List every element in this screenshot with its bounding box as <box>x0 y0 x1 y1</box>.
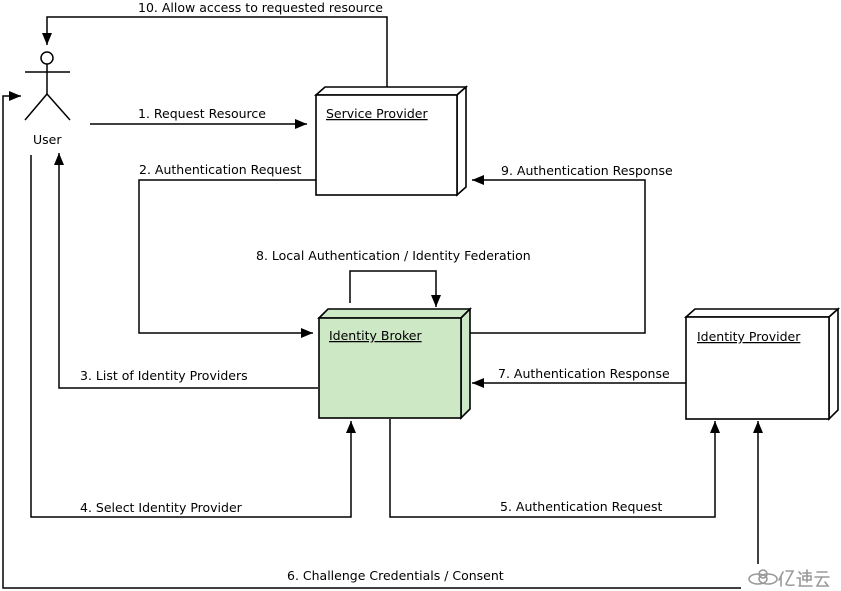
edge-label-2: 2. Authentication Request <box>139 162 302 177</box>
edge-label-9: 9. Authentication Response <box>501 163 673 178</box>
service-provider-top-face <box>313 86 469 96</box>
service-provider-front-face <box>315 94 458 196</box>
user-label: User <box>33 132 62 147</box>
identity-provider-top-face <box>683 308 841 318</box>
identity-broker-top-face <box>317 308 472 319</box>
service-provider-label: Service Provider <box>326 106 428 121</box>
user-left-leg <box>24 93 48 121</box>
edge-label-4: 4. Select Identity Provider <box>80 500 243 515</box>
edge-label-1: 1. Request Resource <box>138 106 266 121</box>
arrow-8-local-authentication <box>349 270 441 307</box>
arrow-5-authentication-request <box>389 419 720 518</box>
watermark-logo <box>741 564 841 591</box>
arrow-3-list-of-identity-providers <box>54 153 318 389</box>
identity-provider-label: Identity Provider <box>697 329 801 344</box>
edge-label-5: 5. Authentication Request <box>500 499 663 514</box>
edge-label-6: 6. Challenge Credentials / Consent <box>287 568 504 583</box>
watermark-glyphs-picture <box>778 569 830 587</box>
edge-label-8: 8. Local Authentication / Identity Feder… <box>256 248 531 263</box>
identity-provider-side-face <box>828 307 839 421</box>
identity-broker-front-face <box>318 317 462 419</box>
user-right-leg <box>46 93 71 121</box>
edge-label-10: 10. Allow access to requested resource <box>138 0 383 15</box>
identity-broker-label: Identity Broker <box>329 328 422 343</box>
arrow-4-select-identity-provider <box>30 155 356 518</box>
service-provider-node: Service Provider <box>313 85 469 197</box>
identity-broker-side-face <box>460 307 471 420</box>
arrow-10-allow-access <box>42 16 388 87</box>
user-head <box>40 51 54 65</box>
identity-provider-front-face <box>685 316 830 420</box>
edge-label-7: 7. Authentication Response <box>498 366 670 381</box>
service-provider-side-face <box>456 85 467 197</box>
user-actor <box>24 51 71 121</box>
arrow-6-challenge-credentials <box>2 91 763 589</box>
identity-broker-node: Identity Broker <box>317 307 472 420</box>
edge-label-3: 3. List of Identity Providers <box>80 368 248 383</box>
identity-provider-node: Identity Provider <box>683 307 841 421</box>
cloud-logo-icon <box>748 569 778 585</box>
